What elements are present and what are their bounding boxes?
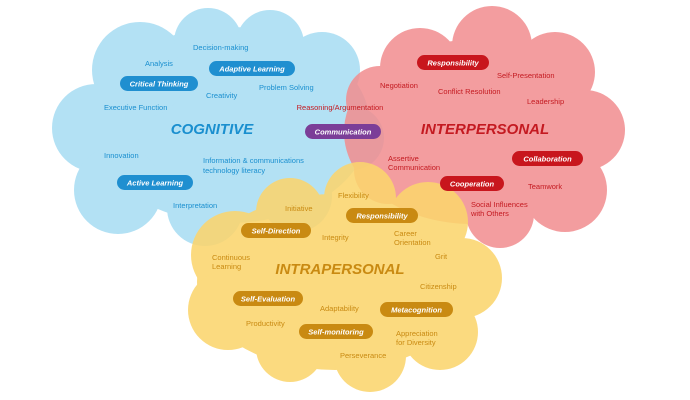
pill-active-learning-label: Active Learning (126, 179, 184, 188)
pill-self-evaluation: Self-Evaluation (233, 291, 303, 306)
term-continuous: Continuous (212, 253, 250, 262)
term-career: Career (394, 229, 417, 238)
pill-critical-thinking: Critical Thinking (120, 76, 198, 91)
term-initiative: Initiative (285, 204, 313, 213)
pill-adaptive-learning-label: Adaptive Learning (218, 65, 285, 74)
pill-collaboration-label: Collaboration (523, 155, 572, 164)
term-appreciation: Appreciation (396, 329, 438, 338)
pill-critical-thinking-label: Critical Thinking (130, 80, 189, 89)
term-learning: Learning (212, 262, 241, 271)
term-grit: Grit (435, 252, 448, 261)
pill-collaboration: Collaboration (512, 151, 583, 166)
term-productivity: Productivity (246, 319, 285, 328)
term-communication: Communication (388, 163, 440, 172)
term-ict-literacy-2: technology literacy (203, 166, 265, 175)
pill-metacognition-label: Metacognition (391, 306, 442, 315)
pill-active-learning: Active Learning (117, 175, 193, 190)
term-social-influences-2: with Others (470, 209, 509, 218)
term-problem-solving: Problem Solving (259, 83, 314, 92)
term-creativity: Creativity (206, 91, 238, 100)
term-citizenship: Citizenship (420, 282, 457, 291)
pill-cooperation-label: Cooperation (450, 180, 495, 189)
term-self-presentation: Self-Presentation (497, 71, 555, 80)
pill-responsibility-intrapersonal-label: Responsibility (356, 212, 408, 221)
term-teamwork: Teamwork (528, 182, 562, 191)
pill-communication-label: Communication (315, 128, 372, 137)
pill-self-direction: Self-Direction (241, 223, 311, 238)
pill-self-monitoring: Self-monitoring (299, 324, 373, 339)
term-for-diversity: for Diversity (396, 338, 436, 347)
term-perseverance: Perseverance (340, 351, 386, 360)
pill-self-evaluation-label: Self-Evaluation (241, 295, 296, 304)
pill-responsibility-intrapersonal: Responsibility (346, 208, 418, 223)
pill-self-direction-label: Self-Direction (252, 227, 301, 236)
term-orientation: Orientation (394, 238, 431, 247)
term-leadership: Leadership (527, 97, 564, 106)
pill-responsibility-interpersonal-label: Responsibility (427, 59, 479, 68)
term-executive-function: Executive Function (104, 103, 167, 112)
term-interpretation: Interpretation (173, 201, 217, 210)
term-social-influences-1: Social Influences (471, 200, 528, 209)
term-adaptability: Adaptability (320, 304, 359, 313)
pill-cooperation: Cooperation (440, 176, 504, 191)
interpersonal-cloud (344, 6, 625, 248)
term-assertive: Assertive (388, 154, 419, 163)
term-negotiation: Negotiation (380, 81, 418, 90)
pill-responsibility-interpersonal: Responsibility (417, 55, 489, 70)
pill-self-monitoring-label: Self-monitoring (308, 328, 364, 337)
pill-communication: Communication (305, 124, 381, 139)
term-ict-literacy-1: Information & communications (203, 156, 304, 165)
term-decision-making: Decision-making (193, 43, 248, 52)
term-analysis: Analysis (145, 59, 173, 68)
term-integrity: Integrity (322, 233, 349, 242)
term-innovation: Innovation (104, 151, 139, 160)
intrapersonal-title: INTRAPERSONAL (275, 261, 404, 278)
term-flexibility: Flexibility (338, 191, 369, 200)
term-reasoning-argumentation: Reasoning/Argumentation (297, 103, 384, 112)
pill-adaptive-learning: Adaptive Learning (209, 61, 295, 76)
pill-metacognition: Metacognition (380, 302, 453, 317)
term-conflict-resolution: Conflict Resolution (438, 87, 501, 96)
interpersonal-title: INTERPERSONAL (421, 121, 549, 138)
cognitive-title: COGNITIVE (171, 121, 255, 138)
